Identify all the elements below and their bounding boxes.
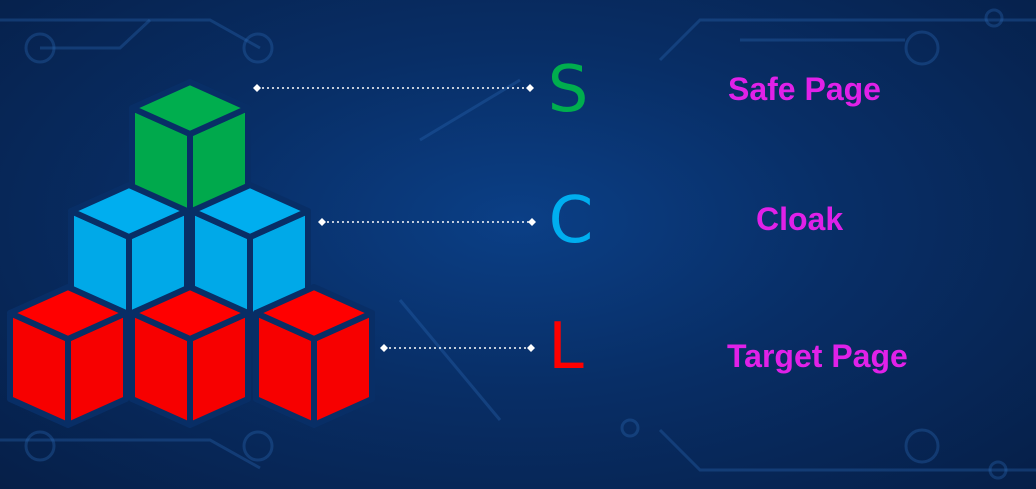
level-letter-s: S [547,53,589,127]
connector-endpoint [527,344,535,352]
cube-target-page-2 [129,284,251,428]
connector-cloak [318,218,536,226]
cube-top-face [129,284,251,342]
connector-safe-page [253,84,534,92]
level-label-target-page: Target Page [727,338,908,374]
cube-top-face [253,284,375,342]
cube-target-page-3 [253,284,375,428]
cube-top-face [189,182,311,240]
level-label-safe-page: Safe Page [728,71,881,107]
connector-endpoint [253,84,261,92]
level-letter-l: L [548,310,584,384]
connector-endpoint [318,218,326,226]
level-letter-c: C [548,184,594,258]
cube-top-face [7,284,129,342]
connector-endpoint [526,84,534,92]
connector-target-page [380,344,535,352]
cube-target-page-1 [7,284,129,428]
level-label-cloak: Cloak [756,201,844,237]
cube-top-face [68,182,190,240]
cube-top-face [129,79,251,137]
connector-endpoint [528,218,536,226]
connector-endpoint [380,344,388,352]
